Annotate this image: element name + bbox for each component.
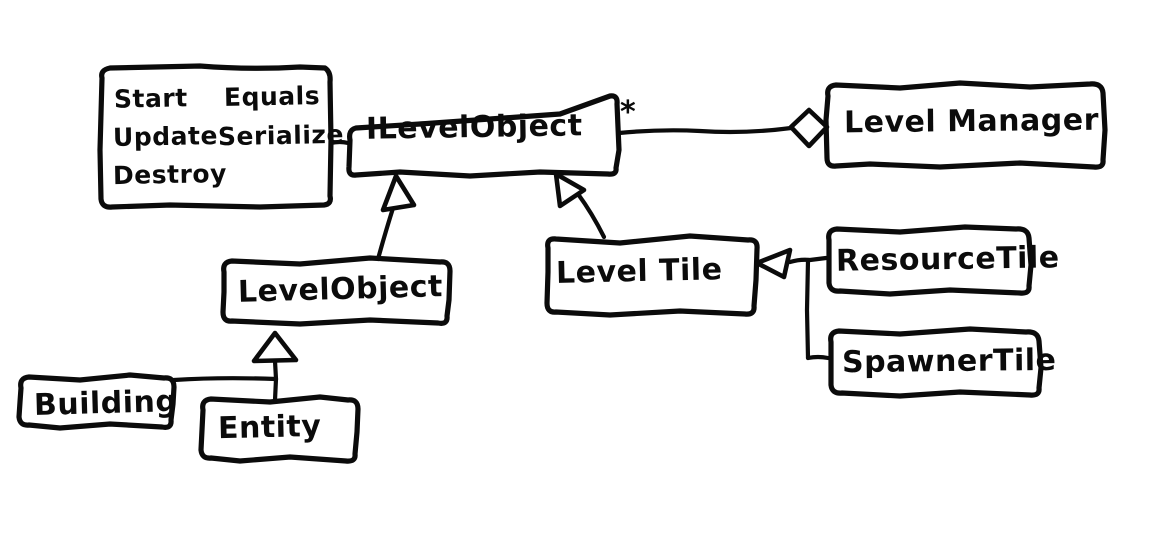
method-serialize: Serialize [217, 119, 345, 152]
node-label-levelobject[interactable]: LevelObject [237, 269, 444, 310]
node-label-spawner-tile[interactable]: SpawnerTile [841, 342, 1057, 381]
level-manager-box-shape [823, 80, 1108, 170]
method-update: Update [112, 120, 219, 153]
edge-levelobject-to-ilevelobject [375, 173, 417, 262]
spawner-tile-box-shape [828, 326, 1044, 399]
method-equals: Equals [223, 81, 321, 112]
method-start: Start [113, 83, 188, 114]
resource-tile-box-shape [826, 224, 1034, 297]
node-label-entity[interactable]: Entity [217, 408, 322, 447]
node-label-building[interactable]: Building [33, 384, 178, 423]
methods-box-shape [97, 63, 334, 210]
entity-box-shape [198, 394, 361, 464]
edge-ilevelobject-to-level-manager [616, 125, 794, 136]
level-tile-box-shape [544, 233, 760, 318]
node-label-ilevelobject[interactable]: ILevelObject [365, 108, 583, 147]
edge-level-tile-to-ilevelobject [553, 171, 607, 240]
building-box-shape [16, 372, 177, 431]
node-label-resource-tile[interactable]: ResourceTile [835, 240, 1060, 279]
aggregation-diamond-icon [788, 107, 830, 149]
levelobject-box-shape [220, 255, 453, 327]
node-label-level-manager[interactable]: Level Manager [843, 102, 1100, 141]
edge-methods-to-ilevelobject [328, 139, 351, 146]
edge-subclasses-to-levelobject [171, 330, 299, 403]
node-label-level-tile[interactable]: Level Tile [555, 252, 723, 291]
ilevelobject-box-shape [346, 93, 622, 179]
multiplicity-star: * [620, 95, 637, 130]
edge-tiles-to-level-tile [787, 255, 831, 361]
level-tile-inheritance-arrowhead-icon [754, 247, 793, 280]
method-destroy: Destroy [112, 158, 228, 191]
